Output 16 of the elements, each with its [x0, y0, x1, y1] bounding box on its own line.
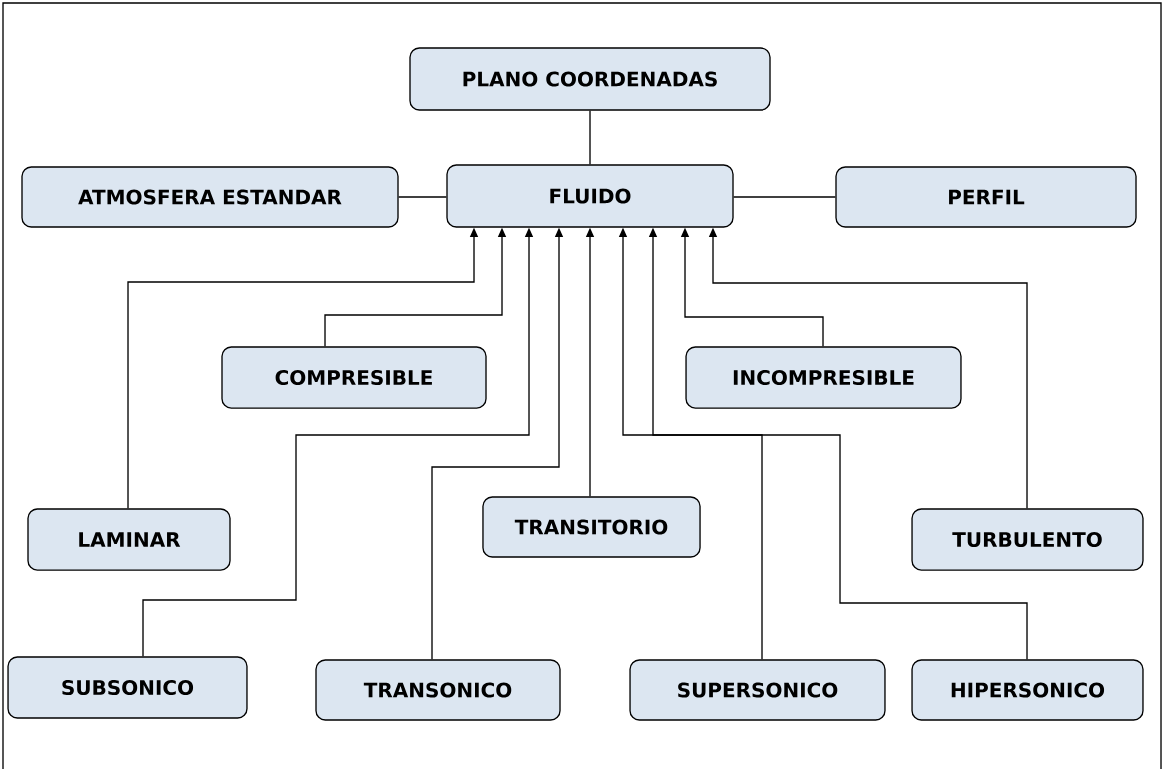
concept-box: INCOMPRESIBLE — [685, 346, 962, 409]
concept-box: LAMINAR — [27, 508, 231, 571]
concept-box: TRANSONICO — [315, 659, 561, 721]
concept-box: HIPERSONICO — [911, 659, 1144, 721]
concept-box: COMPRESIBLE — [221, 346, 487, 409]
concept-box: TRANSITORIO — [482, 496, 701, 558]
connector-line — [589, 110, 591, 165]
concept-box: SUPERSONICO — [629, 659, 886, 721]
concept-box: PLANO COORDENADAS — [409, 47, 771, 111]
concept-box: TURBULENTO — [911, 508, 1144, 571]
concept-box: FLUIDO — [446, 164, 734, 228]
connector-line — [733, 196, 836, 198]
concept-box: ATMOSFERA ESTANDAR — [21, 166, 399, 228]
concept-box: PERFIL — [835, 166, 1137, 228]
concept-box: SUBSONICO — [7, 656, 248, 719]
connector-line — [398, 196, 447, 198]
